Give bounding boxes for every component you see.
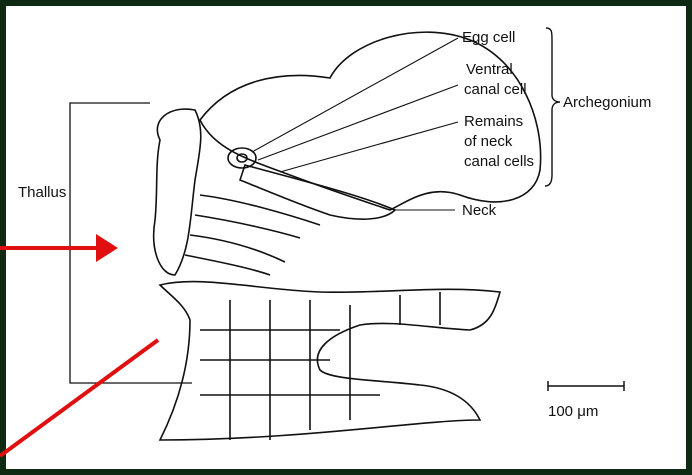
thallus-cells	[200, 292, 440, 440]
label-scale-bar: 100 μm	[548, 403, 598, 420]
thallus-bracket	[70, 103, 192, 383]
thallus-left-lobe	[154, 109, 201, 275]
rhizoids	[185, 195, 320, 275]
label-egg-cell: Egg cell	[462, 29, 515, 46]
egg-cell	[228, 148, 256, 168]
label-ventral-1: Ventral	[466, 61, 513, 78]
archegonium-neck	[240, 165, 395, 219]
label-ventral-2: canal cell	[464, 81, 527, 98]
label-remains-1: Remains	[464, 113, 523, 130]
label-archegonium: Archegonium	[563, 94, 651, 111]
diagonal-red-line	[0, 340, 158, 456]
leader-lines	[252, 38, 458, 210]
label-remains-2: of neck	[464, 133, 513, 150]
scale-bar	[548, 381, 624, 391]
label-thallus: Thallus	[18, 184, 66, 201]
archegonium-bracket	[545, 28, 560, 186]
arrow-head-right	[96, 234, 118, 262]
red-arrows	[0, 234, 158, 456]
label-neck: Neck	[462, 202, 497, 219]
label-remains-3: canal cells	[464, 153, 534, 170]
